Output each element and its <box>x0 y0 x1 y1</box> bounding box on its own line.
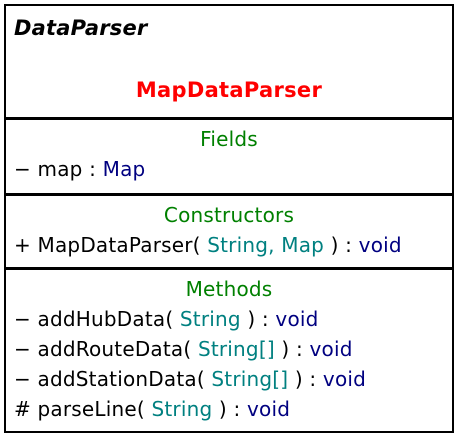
method-signature: − addHubData( <box>14 307 180 331</box>
method-params: String[] <box>211 367 289 391</box>
parent-class-name: DataParser <box>14 16 148 40</box>
constructor-signature: + MapDataParser( <box>14 233 208 257</box>
constructor-return: void <box>358 233 402 257</box>
constructor-params: String, Map <box>207 233 325 257</box>
method-signature: # parseLine( <box>14 397 152 421</box>
method-params: String[] <box>197 337 275 361</box>
field-type: Map <box>102 157 146 181</box>
method-params: String <box>151 397 213 421</box>
method-return: void <box>322 367 367 391</box>
method-close: ) : <box>212 397 247 421</box>
method-parseline: # parseLine( String ) : void <box>6 394 452 424</box>
methods-section: Methods − addHubData( String ) : void − … <box>6 267 452 434</box>
method-close: ) : <box>274 337 310 361</box>
method-return: void <box>275 307 319 331</box>
method-return: void <box>309 337 353 361</box>
class-name: MapDataParser <box>135 78 323 102</box>
method-signature: − addStationData( <box>14 367 212 391</box>
fields-section: Fields − map : Map <box>6 117 452 193</box>
constructors-section: Constructors + MapDataParser( String, Ma… <box>6 193 452 267</box>
uml-class-box: DataParser MapDataParser Fields − map : … <box>4 4 454 433</box>
method-close: ) : <box>240 307 276 331</box>
class-header: DataParser MapDataParser <box>6 6 452 114</box>
fields-title: Fields <box>200 127 258 151</box>
method-addroutedata: − addRouteData( String[] ) : void <box>6 334 452 364</box>
method-return: void <box>246 397 291 421</box>
method-params: String <box>179 307 241 331</box>
constructor-mapdataparser: + MapDataParser( String, Map ) : void <box>6 230 452 260</box>
method-close: ) : <box>288 367 323 391</box>
methods-title: Methods <box>185 277 273 301</box>
method-addstationdata: − addStationData( String[] ) : void <box>6 364 452 394</box>
field-map: − map : Map <box>6 154 452 184</box>
field-name: − map : <box>14 157 103 181</box>
constructors-title: Constructors <box>163 203 295 227</box>
method-addhubdata: − addHubData( String ) : void <box>6 304 452 334</box>
constructor-close: ) : <box>324 233 359 257</box>
method-signature: − addRouteData( <box>14 337 198 361</box>
